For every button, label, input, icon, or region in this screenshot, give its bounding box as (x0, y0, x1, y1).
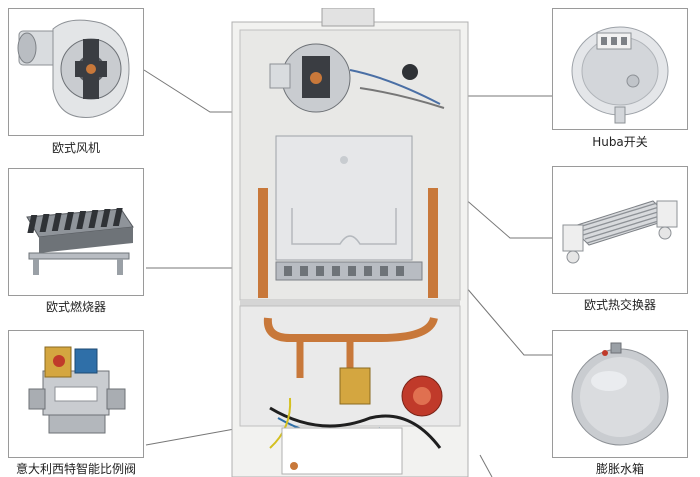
thumb-gas-valve (8, 330, 144, 458)
heat-exchanger-icon (562, 200, 678, 264)
gas-valve-icon (28, 346, 126, 434)
caption-gas-valve: 意大利西特智能比例阀 (15, 462, 136, 476)
burner-icon (26, 208, 134, 275)
leader-line-heat-exchanger (447, 183, 552, 239)
thumb-heat-exchanger (552, 166, 688, 294)
caption-fan: 欧式风机 (51, 141, 100, 155)
copper-pipe-right (428, 188, 438, 298)
combustion-chamber (275, 135, 413, 261)
boiler-cutaway (231, 8, 469, 477)
expansion-tank-icon (571, 342, 669, 446)
thumb-burner (8, 168, 144, 296)
centrifugal-fan-icon (17, 19, 130, 118)
leader-line-expansion-tank (447, 265, 552, 356)
leader-line-bottom (479, 454, 493, 477)
control-box (281, 427, 403, 475)
copper-pipe-left (258, 188, 268, 298)
caption-burner: 欧式燃烧器 (45, 300, 106, 314)
flue-outlet (321, 8, 375, 27)
thumb-expansion-tank (552, 330, 688, 458)
thumb-pressure-switch (552, 8, 688, 130)
caption-heat-exchanger: 欧式热交换器 (583, 298, 656, 312)
thumb-fan (8, 8, 144, 136)
boiler-gas-valve (339, 367, 371, 405)
caption-pressure-switch: Huba开关 (592, 135, 648, 149)
pressure-switch-icon (571, 26, 669, 124)
caption-expansion-tank: 膨胀水箱 (595, 462, 644, 476)
